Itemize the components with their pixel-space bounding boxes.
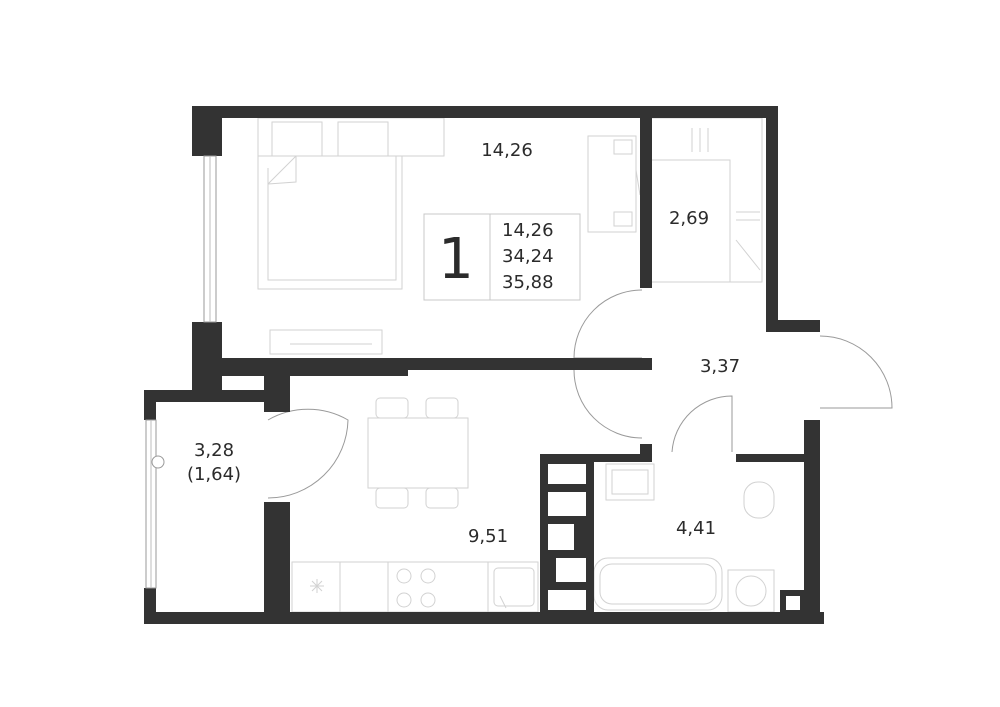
door-bedroom [573, 369, 643, 439]
bed [257, 155, 403, 290]
wall-kitchen-left [264, 502, 290, 622]
wall-right-lower [804, 420, 820, 620]
wall-balcony-top [144, 390, 266, 402]
wall-left-bottom [192, 322, 222, 390]
doors [267, 289, 893, 499]
pillow-left [271, 121, 323, 157]
window-handle [151, 455, 165, 469]
wall-bathroom-top [540, 454, 652, 462]
washing-machine-drum [735, 575, 767, 607]
apartment-summary: 1 14,26 34,24 35,88 [423, 213, 581, 301]
wardrobe-shelves [649, 117, 763, 283]
chair-2 [425, 397, 459, 419]
balcony-area: 3,28 [194, 440, 234, 461]
kitchen-area: 9,51 [468, 526, 508, 547]
kitchen-counter [291, 561, 539, 613]
faucet [499, 595, 507, 609]
sink [493, 567, 535, 607]
bathtub-inner [599, 563, 717, 605]
wall-bathroom-top-post [640, 444, 652, 462]
balcony-coefficient: (1,64) [187, 464, 241, 485]
hallway-area: 3,37 [700, 356, 740, 377]
windows [145, 155, 217, 589]
summary-box [423, 213, 581, 301]
burner-4 [420, 592, 436, 608]
walls [144, 106, 824, 624]
door-bathroom [671, 395, 733, 453]
bedroom-area: 14,26 [481, 140, 533, 161]
chair-1 [375, 397, 409, 419]
wall-kitchen-pillar [264, 376, 290, 412]
burner-1 [396, 568, 412, 584]
wardrobe-rail [650, 159, 731, 282]
burner-2 [420, 568, 436, 584]
wardrobe-area: 2,69 [669, 208, 709, 229]
tv-stand [269, 329, 383, 355]
door-balcony [267, 408, 349, 499]
burner-3 [396, 592, 412, 608]
vent-cell-2 [548, 492, 586, 516]
pillow-right [337, 121, 389, 157]
door-wardrobe [573, 289, 643, 359]
hanger-6 [735, 239, 761, 271]
vent-cell-3 [548, 524, 574, 550]
room-labels: 14,26 2,69 3,37 3,28 (1,64) 9,51 4,41 [187, 140, 740, 547]
chair-4 [425, 487, 459, 509]
chair-3 [375, 487, 409, 509]
vent-cell-1 [548, 464, 586, 484]
shaft-small-cell [786, 596, 800, 610]
fan-icon [310, 579, 324, 593]
desk-lamp [635, 169, 641, 196]
washbasin [605, 463, 655, 501]
chair-bottom [613, 211, 633, 227]
living-area: 14,26 [502, 220, 554, 241]
wall-bathroom-top-right [736, 454, 820, 462]
bathtub [593, 557, 723, 611]
total-area-with-balcony: 35,88 [502, 272, 554, 293]
bed-blanket-fold [267, 156, 297, 185]
vent-cell-5 [548, 590, 586, 610]
wall-bedroom-bottom-2 [192, 358, 652, 370]
toilet [743, 481, 775, 519]
door-entrance [819, 335, 893, 409]
rooms-count: 1 [438, 227, 474, 292]
total-area: 34,24 [502, 246, 554, 267]
wall-bottom [144, 612, 824, 624]
vent-cell-4 [556, 558, 586, 582]
wall-right-step [766, 320, 820, 332]
bed-headboard [257, 117, 445, 157]
wall-right-upper [766, 106, 778, 332]
wall-wardrobe-left [640, 116, 652, 288]
desk [587, 135, 637, 233]
wall-balcony-left-top [144, 390, 156, 420]
washbasin-bowl [611, 469, 649, 495]
bed-blanket [267, 155, 397, 281]
dining-table [367, 417, 469, 489]
bathroom-area: 4,41 [676, 518, 716, 539]
wall-top [192, 106, 778, 118]
chair-top [613, 139, 633, 155]
wall-left-top [192, 106, 222, 156]
